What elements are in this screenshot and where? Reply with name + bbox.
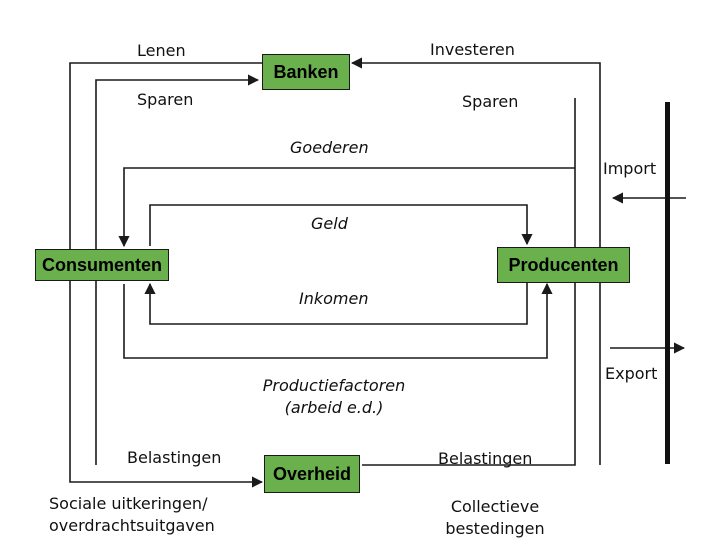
flow-geld: [149, 204, 533, 246]
label-sociale-line2: overdrachtsuitgaven: [49, 516, 215, 535]
flow-productiefactoren: [123, 282, 553, 359]
label-sociale-line1: Sociale uitkeringen/: [49, 494, 208, 513]
label-productiefactoren-line1: Productiefactoren: [262, 376, 406, 395]
border-bar: [665, 102, 670, 464]
label-import: Import: [603, 159, 657, 178]
node-producenten: Producenten: [497, 247, 630, 283]
node-banken: Banken: [262, 54, 350, 90]
label-collectieve-line2: bestedingen: [445, 519, 545, 538]
label-belastingen-left: Belastingen: [127, 448, 222, 467]
label-productiefactoren-line2: (arbeid e.d.): [284, 398, 384, 417]
label-productiefactoren: Productiefactoren (arbeid e.d.): [254, 376, 414, 417]
label-belastingen-right: Belastingen: [438, 449, 533, 468]
label-lenen: Lenen: [137, 41, 186, 60]
flow-inkomen: [144, 282, 528, 325]
label-collectieve-bestedingen: Collectieve bestedingen: [440, 497, 550, 538]
label-export: Export: [605, 364, 658, 383]
flow-investeren: [350, 57, 601, 465]
label-geld: Geld: [311, 214, 348, 233]
label-investeren: Investeren: [430, 40, 515, 59]
node-overheid: Overheid: [264, 455, 360, 493]
node-consumenten: Consumenten: [35, 249, 169, 281]
label-sociale-uitkeringen: Sociale uitkeringen/ overdrachtsuitgaven: [49, 494, 215, 535]
label-sparen-right: Sparen: [462, 92, 519, 111]
label-sparen-left: Sparen: [137, 90, 194, 109]
label-inkomen: Inkomen: [299, 289, 369, 308]
flow-sparen-consumenten: [95, 74, 260, 465]
label-collectieve-line1: Collectieve: [450, 497, 540, 516]
flow-goederen: [118, 167, 575, 248]
flow-sparen-producenten: [362, 98, 576, 466]
label-goederen: Goederen: [290, 138, 369, 157]
